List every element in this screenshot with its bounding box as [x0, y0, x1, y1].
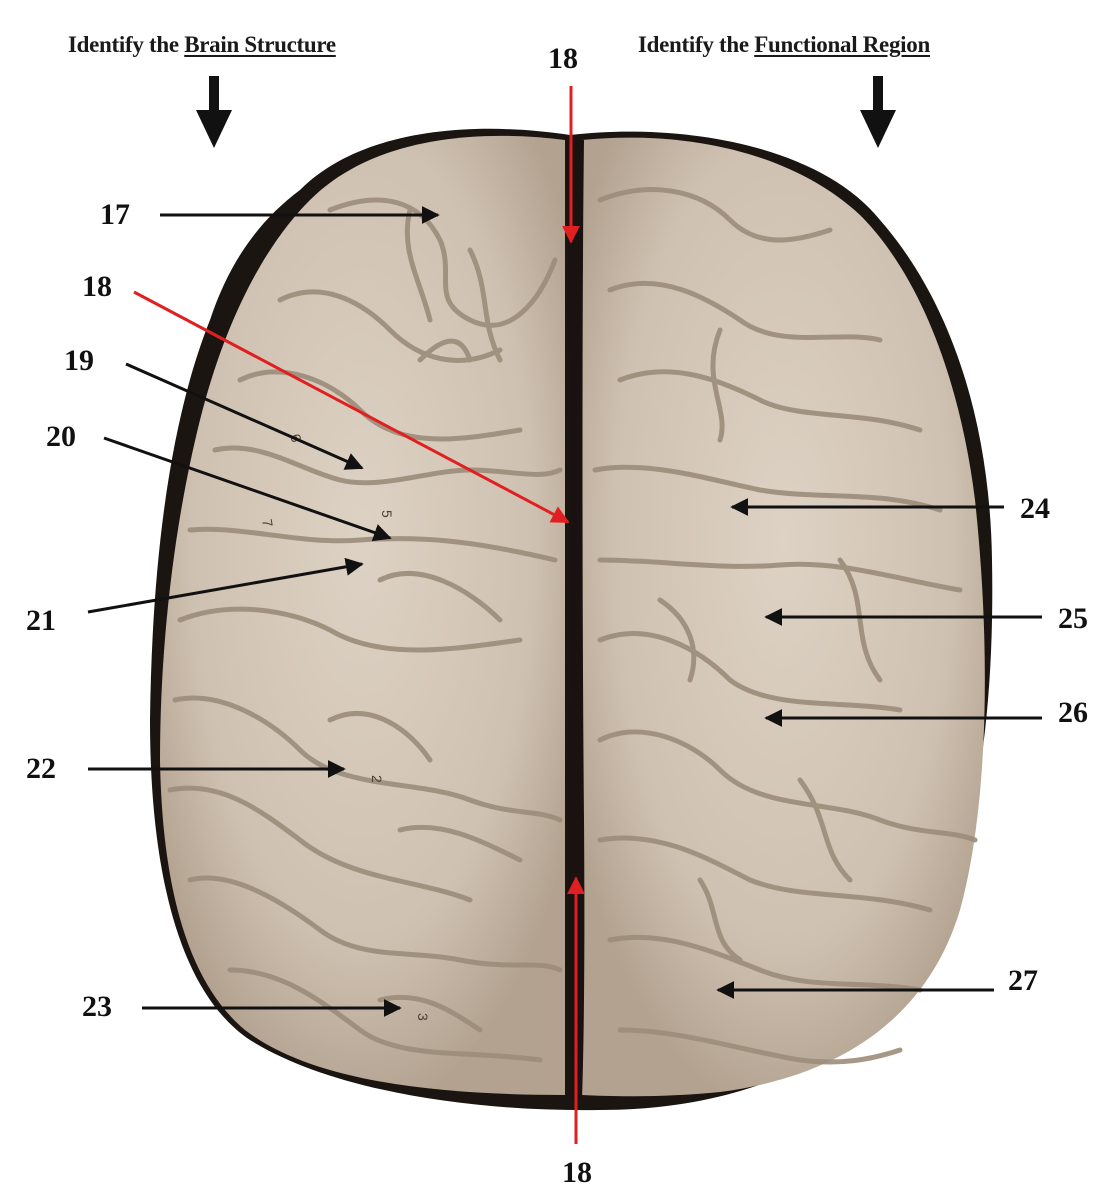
- arrow-down-icon: [196, 76, 232, 148]
- model-mark-5: 5: [379, 510, 395, 518]
- label-19: 19: [64, 344, 94, 377]
- sulci-pattern: [167, 187, 978, 1065]
- header-brain-structure: Identify the Brain Structure: [68, 32, 336, 58]
- label-26: 26: [1058, 696, 1088, 729]
- label-20: 20: [46, 420, 76, 453]
- label-18-top: 18: [548, 42, 578, 75]
- header-functional-region: Identify the Functional Region: [638, 32, 930, 58]
- label-25: 25: [1058, 602, 1088, 635]
- label-24: 24: [1020, 492, 1050, 525]
- header-right-prefix: Identify the: [638, 32, 755, 57]
- header-right-emphasis: Functional Region: [754, 32, 930, 57]
- header-left-prefix: Identify the: [68, 32, 185, 57]
- model-mark-3: 3: [415, 1013, 431, 1021]
- label-23: 23: [82, 990, 112, 1023]
- model-mark-2: 2: [369, 775, 385, 783]
- pointer-20: [103, 436, 392, 542]
- left-hemisphere: [160, 135, 565, 1096]
- longitudinal-fissure: [566, 140, 585, 1100]
- pointer-18-left: [133, 290, 570, 524]
- label-18-bottom: 18: [562, 1156, 592, 1189]
- pointer-21: [87, 557, 364, 614]
- model-mark-7: 7: [259, 518, 276, 529]
- label-18-left: 18: [82, 270, 112, 303]
- label-21: 21: [26, 604, 56, 637]
- label-22: 22: [26, 752, 56, 785]
- header-left-emphasis: Brain Structure: [184, 32, 336, 57]
- arrow-down-icon: [860, 76, 896, 148]
- pointer-19: [125, 362, 364, 470]
- label-27: 27: [1008, 964, 1038, 997]
- label-17: 17: [100, 198, 130, 231]
